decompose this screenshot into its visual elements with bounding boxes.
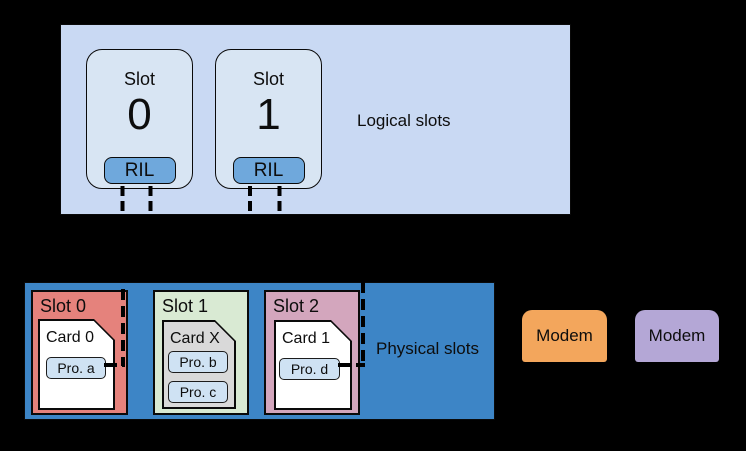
physical-slot-1: Slot 1 Card X Pro. b Pro. c [153, 290, 249, 415]
physical-slot-0-label: Slot 0 [40, 296, 87, 316]
profile-chip-d: Pro. d [279, 358, 340, 380]
logical-slots-title: Logical slots [357, 111, 451, 130]
sim-card-x: Card X Pro. b Pro. c [162, 320, 236, 409]
physical-slot-1-label: Slot 1 [162, 296, 209, 316]
sim-card-0: Card 0 Pro. a [38, 319, 115, 410]
modem-0-label: Modem [536, 326, 593, 345]
logical-slot-1: Slot 1 RIL [215, 49, 322, 189]
modem-box-0: Modem [522, 310, 607, 362]
sim-card-1-label: Card 1 [282, 330, 331, 347]
ril-badge-0: RIL [103, 157, 176, 184]
sim-card-0-label: Card 0 [46, 329, 95, 346]
logical-slot-0: Slot 0 RIL [86, 49, 193, 189]
physical-slot-2: Slot 2 Card 1 Pro. d [264, 290, 360, 415]
physical-slots-container: Slot 0 Card 0 Pro. a Slot 1 Card X Pro. … [24, 282, 495, 420]
physical-slot-0: Slot 0 Card 0 Pro. a [31, 290, 128, 415]
logical-slots-container: Slot 0 RIL Slot 1 RIL Logical slots [60, 24, 571, 215]
physical-slots-title: Physical slots [376, 339, 479, 358]
physical-slot-2-label: Slot 2 [273, 296, 320, 316]
modem-1-label: Modem [648, 326, 706, 345]
profile-chip-b: Pro. b [168, 351, 228, 373]
logical-slot-1-number: 1 [256, 89, 281, 139]
sim-card-x-label: Card X [170, 330, 220, 347]
profile-chip-a: Pro. a [46, 357, 106, 379]
logical-slot-0-number: 0 [127, 89, 152, 139]
modem-box-1: Modem [635, 310, 719, 362]
sim-card-1: Card 1 Pro. d [274, 320, 352, 410]
logical-slot-0-label: Slot [123, 69, 156, 89]
logical-slot-1-label: Slot [252, 69, 285, 89]
profile-chip-c: Pro. c [168, 381, 228, 403]
ril-badge-1: RIL [232, 157, 305, 184]
